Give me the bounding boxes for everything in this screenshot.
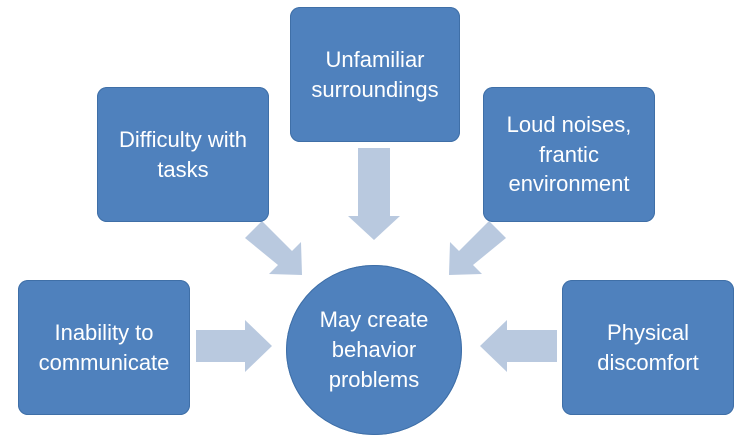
cause-box-physical-discomfort: Physical discomfort bbox=[562, 280, 734, 415]
cause-box-unfamiliar-surroundings: Unfamiliar surroundings bbox=[290, 7, 460, 142]
cause-label: Unfamiliar surroundings bbox=[311, 46, 439, 102]
arrow-from-right bbox=[480, 320, 557, 372]
arrow-from-left bbox=[196, 320, 272, 372]
center-outcome-circle: May create behavior problems bbox=[286, 265, 462, 435]
arrow-from-top bbox=[348, 148, 400, 240]
arrow-from-top-right bbox=[449, 221, 506, 275]
arrow-from-top-left bbox=[245, 221, 302, 275]
cause-label: Inability to communicate bbox=[38, 319, 170, 375]
cause-box-difficulty-with-tasks: Difficulty with tasks bbox=[97, 87, 269, 222]
cause-box-inability-to-communicate: Inability to communicate bbox=[18, 280, 190, 415]
cause-label: Loud noises, frantic environment bbox=[506, 111, 632, 197]
cause-label: Difficulty with tasks bbox=[119, 126, 247, 182]
center-label: May create behavior problems bbox=[319, 307, 429, 392]
cause-label: Physical discomfort bbox=[597, 319, 699, 375]
cause-box-loud-noises: Loud noises, frantic environment bbox=[483, 87, 655, 222]
